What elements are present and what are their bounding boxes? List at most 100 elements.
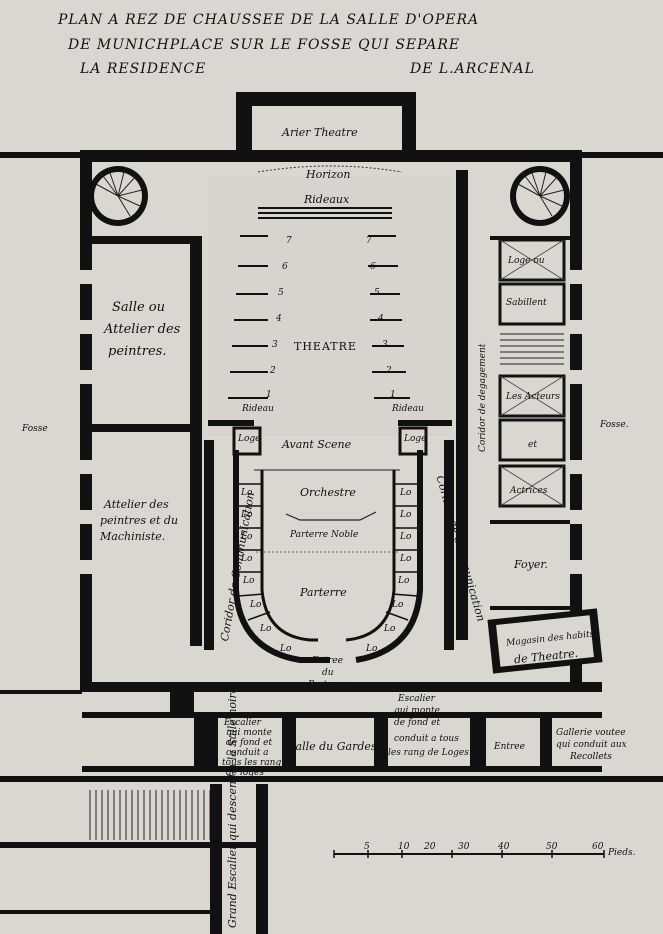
label-loge-box: Lo [400,510,412,520]
label-fosse-left: Fosse [22,424,48,434]
label-loge-box: Lo [241,488,253,498]
title-line-1: PLAN A REZ DE CHAUSSEE DE LA SALLE D'OPE… [58,12,480,28]
label-horizon: Horizon [306,168,351,181]
label-loge-box: Lo [400,532,412,542]
label-gallerie-2: qui conduit aux [556,740,627,750]
label-foyer: Foyer. [514,558,548,571]
stage-floor [208,176,452,436]
scale-tick-label: 40 [498,842,510,852]
scale-tick-label: 50 [546,842,558,852]
label-corridor-degagement: Coridor de degagement [478,343,488,452]
auditorium-outer [233,450,423,663]
title-line-2: DE MUNICHPLACE SUR LE FOSSE QUI SEPARE [68,37,461,53]
wing-number-right: 2 [386,366,392,376]
label-fosse-right: Fosse. [600,420,629,430]
label-attelier-1: Attelier des [104,498,169,511]
label-loge-left: Loge [238,434,261,444]
label-salle-peintres-3: peintres. [108,344,167,359]
label-entree-parterre-3: Parterre [308,680,347,690]
wing-number-left: 5 [278,288,284,298]
wing-number-right: 3 [382,340,388,350]
label-gallerie-1: Gallerie voutee [556,728,626,738]
fosse-wall-left-bottom [0,690,82,694]
label-loge-box: Lo [280,644,292,654]
auditorium-inner [260,470,396,642]
scale-unit: Pieds. [608,848,636,858]
label-arier-theatre: Arier Theatre [282,126,358,139]
label-salle-gardes: Salle du Gardes [288,740,377,753]
label-loge-right: Loge [404,434,427,444]
label-entree: Entree [494,742,525,752]
label-escalier-right-1: Escalier [398,694,435,704]
wing-number-right: 7 [366,236,372,246]
label-entree-parterre-1: Entree [312,656,343,666]
scale-bar-graphic [333,850,605,858]
label-les-acteurs: Les Acteurs [506,392,560,402]
wing-number-left: 7 [286,236,292,246]
label-avant-scene: Avant Scene [282,438,352,451]
label-loge-box: Lo [400,554,412,564]
label-loge-box: Lo [241,510,253,520]
label-attelier-2: peintres et du [100,514,179,527]
label-loge-box: Lo [400,488,412,498]
wing-flats [228,235,410,399]
scale-tick-label: 60 [592,842,604,852]
label-rideau-right: Rideau [392,404,424,414]
label-loge-box: Lo [398,576,410,586]
label-loge-box: Lo [260,624,272,634]
label-escalier-left-4: conduit a [226,748,269,758]
label-parterre-noble: Parterre Noble [290,530,359,540]
label-escalier-left-2: qui monte [226,728,272,738]
label-loge-box: Lo [241,554,253,564]
title-line-3-left: LA RESIDENCE [80,61,207,77]
label-escalier-left-6: de loges [226,768,264,778]
label-rideaux: Rideaux [304,193,350,206]
wing-number-right: 1 [390,390,396,400]
label-loge-box: Lo [241,532,253,542]
right-inner-wall [456,170,468,640]
label-salle-peintres-1: Salle ou [112,300,165,315]
scale-tick-label: 20 [424,842,436,852]
label-et: et [528,440,537,450]
label-theatre: THEATRE [294,340,357,353]
label-escalier-left-1: Escalier [224,718,261,728]
label-grand-escalier: Grand Escalier qui descend a la Salle no… [226,683,239,928]
label-loge-ou: Loge ou [508,256,545,266]
scale-tick-label: 10 [398,842,410,852]
label-attelier-3: Machiniste. [100,530,166,543]
title-line-3-right: DE L.ARCENAL [410,61,535,77]
label-loge-box: Lo [392,600,404,610]
wing-number-left: 2 [270,366,276,376]
horizon-line [257,165,403,173]
wing-number-left: 1 [266,390,272,400]
label-loge-box: Lo [250,600,262,610]
label-gallerie-3: Recollets [570,752,612,762]
label-orchestre: Orchestre [300,486,356,499]
label-loge-box: Lo [366,644,378,654]
scale-tick-label: 5 [364,842,370,852]
label-escalier-right-4: conduit a tous [394,734,459,744]
label-loge-box: Lo [384,624,396,634]
wing-number-right: 5 [374,288,380,298]
wing-number-right: 4 [378,314,384,324]
label-escalier-right-3: de fond et [394,718,441,728]
label-shabillent: Sabillent [506,298,547,308]
label-escalier-left-3: de fond et [226,738,273,748]
rideaux-lines [258,207,392,219]
label-actrices: Actrices [510,486,548,496]
label-escalier-right-2: qui monte [394,706,440,716]
label-entree-parterre-2: du [322,668,334,678]
label-escalier-right-5: les rang de Loges [388,748,469,758]
left-inner-wall [190,236,202,646]
wing-number-right: 6 [370,262,376,272]
label-parterre: Parterre [300,586,347,599]
lower-wall [0,776,663,782]
wing-number-left: 4 [276,314,282,324]
wing-number-left: 6 [282,262,288,272]
label-rideau-left: Rideau [242,404,274,414]
wing-number-left: 3 [272,340,278,350]
label-escalier-left-5: tous les rang [222,758,282,768]
scale-tick-label: 30 [458,842,470,852]
label-loge-box: Lo [243,576,255,586]
